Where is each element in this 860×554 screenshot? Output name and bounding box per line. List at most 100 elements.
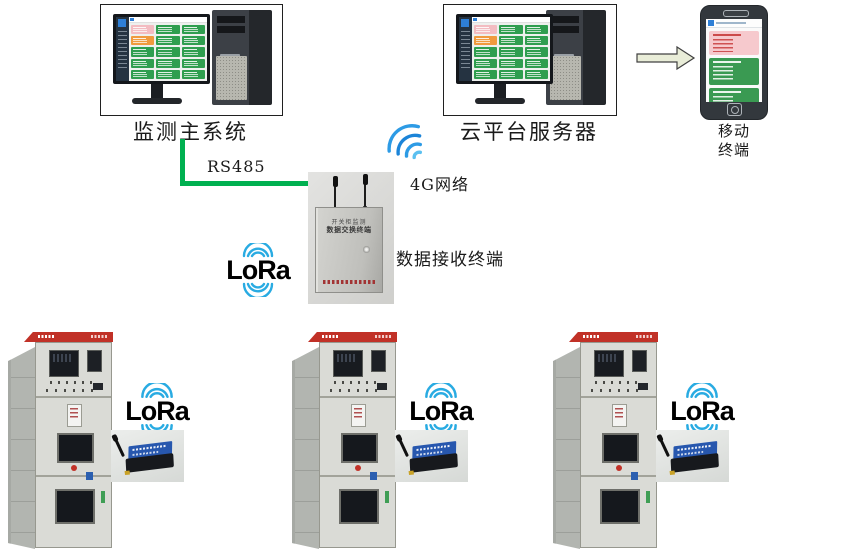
display-window	[594, 350, 624, 377]
display-window	[49, 350, 79, 377]
indicator-lights	[330, 389, 378, 392]
lora-logo: LoRa	[663, 383, 741, 439]
dashboard-sidebar	[459, 17, 472, 81]
tower-grille	[216, 56, 247, 100]
lora-arcs-top-icon	[425, 383, 457, 399]
dashboard-tile-green	[499, 36, 523, 46]
meter-window	[371, 350, 386, 372]
lora-text: LoRa	[670, 396, 735, 426]
rs485-label: RS485	[207, 157, 266, 176]
middle-compartment	[36, 398, 111, 477]
dashboard-tile-green	[499, 47, 523, 57]
observation-window	[57, 433, 94, 463]
dashboard-tile-green	[524, 47, 548, 57]
phone-card-list	[706, 28, 762, 102]
dashboard-tile-green	[181, 36, 205, 46]
dashboard-tile-green	[181, 69, 205, 79]
dashboard-tile-grid	[129, 23, 207, 81]
blue-tag	[370, 472, 377, 480]
cabinet-top-band	[569, 332, 658, 342]
cabinet-side-panel	[8, 347, 35, 549]
dashboard-tile-green	[499, 69, 523, 79]
dashboard-main	[129, 17, 207, 81]
dashboard-tile-green	[524, 36, 548, 46]
device-connector	[408, 470, 414, 476]
blue-tag	[631, 472, 638, 480]
dashboard-tile-orange	[474, 36, 498, 46]
dashboard-tile-green	[181, 25, 205, 35]
lora-module-photo	[656, 430, 729, 482]
rs485-line-vertical	[180, 139, 185, 185]
dashboard-tile-pink	[474, 25, 498, 35]
cloud-server-label: 云平台服务器	[460, 120, 598, 144]
dashboard-tile-green	[499, 25, 523, 35]
dashboard-tile-green	[181, 58, 205, 68]
indicator-lights	[595, 381, 637, 384]
lora-arcs-top-icon	[686, 383, 718, 399]
phone-screen	[706, 19, 762, 102]
dashboard-tile-green	[156, 69, 180, 79]
lora-logo: LoRa	[219, 243, 297, 297]
dashboard-tile-green	[524, 58, 548, 68]
antenna-icon	[332, 176, 338, 212]
dashboard-tile-green	[131, 58, 155, 68]
lora-module-device	[112, 435, 176, 476]
label-plate	[612, 404, 627, 427]
receiver-terminal-photo: 开关柜监测 数据交换终端	[308, 172, 394, 304]
observation-window	[339, 489, 379, 524]
antenna-icon	[112, 435, 126, 458]
tower-grille	[550, 56, 581, 100]
lora-text: LoRa	[409, 396, 474, 426]
lora-module-photo	[111, 430, 184, 482]
status-card-pink	[709, 31, 759, 55]
switchgear-cabinet	[580, 342, 657, 548]
antenna-icon	[657, 435, 671, 458]
switch-panel	[377, 383, 387, 390]
4g-network-label: 4G网络	[410, 175, 469, 194]
dashboard-topbar	[472, 17, 550, 23]
blue-tag	[86, 472, 93, 480]
lower-compartment	[581, 472, 656, 545]
dashboard-tile-green	[156, 47, 180, 57]
red-indicator	[71, 465, 77, 471]
device-connector	[124, 470, 130, 476]
computer-illustration	[444, 5, 616, 115]
lora-module-device	[657, 435, 721, 476]
switchgear-cabinet	[319, 342, 396, 548]
dashboard-tile-grid	[472, 23, 550, 81]
cabinet-side-panel	[292, 347, 319, 549]
device-text-line2: 数据交换终端	[326, 227, 372, 234]
dashboard-tile-green	[156, 25, 180, 35]
pc-tower	[212, 10, 272, 105]
drive-bay	[217, 26, 245, 33]
arrow-right-icon	[636, 45, 696, 71]
lora-arcs-top-icon	[242, 243, 274, 258]
middle-compartment	[581, 398, 656, 477]
label-plate	[67, 404, 82, 427]
observation-window	[341, 433, 378, 463]
switchgear-cabinet	[35, 342, 112, 548]
monitoring-host-label: 监测主系统	[133, 120, 248, 144]
dashboard-tile-green	[524, 69, 548, 79]
device-connector	[669, 470, 675, 476]
lora-text: LoRa	[226, 255, 291, 285]
dashboard-tile-pink	[131, 25, 155, 35]
indicator-lights	[50, 381, 92, 384]
lora-module-photo	[395, 430, 468, 482]
instrument-compartment	[581, 343, 656, 398]
lower-compartment	[320, 472, 395, 545]
green-strip	[646, 491, 650, 503]
middle-compartment	[320, 398, 395, 477]
pc-tower	[546, 10, 606, 105]
indicator-lights	[591, 389, 639, 392]
dashboard-tile-green	[181, 47, 205, 57]
dashboard-tile-green	[131, 69, 155, 79]
monitor-stand-neck	[494, 84, 506, 98]
dashboard-tile-green	[474, 58, 498, 68]
dashboard-tile-green	[156, 36, 180, 46]
lora-arcs-top-icon	[141, 383, 173, 399]
monitoring-host-box	[100, 4, 283, 116]
device-text-line1: 开关柜监测	[331, 220, 367, 226]
receiver-terminal-label: 数据接收终端	[396, 250, 504, 270]
label-plate	[351, 404, 366, 427]
